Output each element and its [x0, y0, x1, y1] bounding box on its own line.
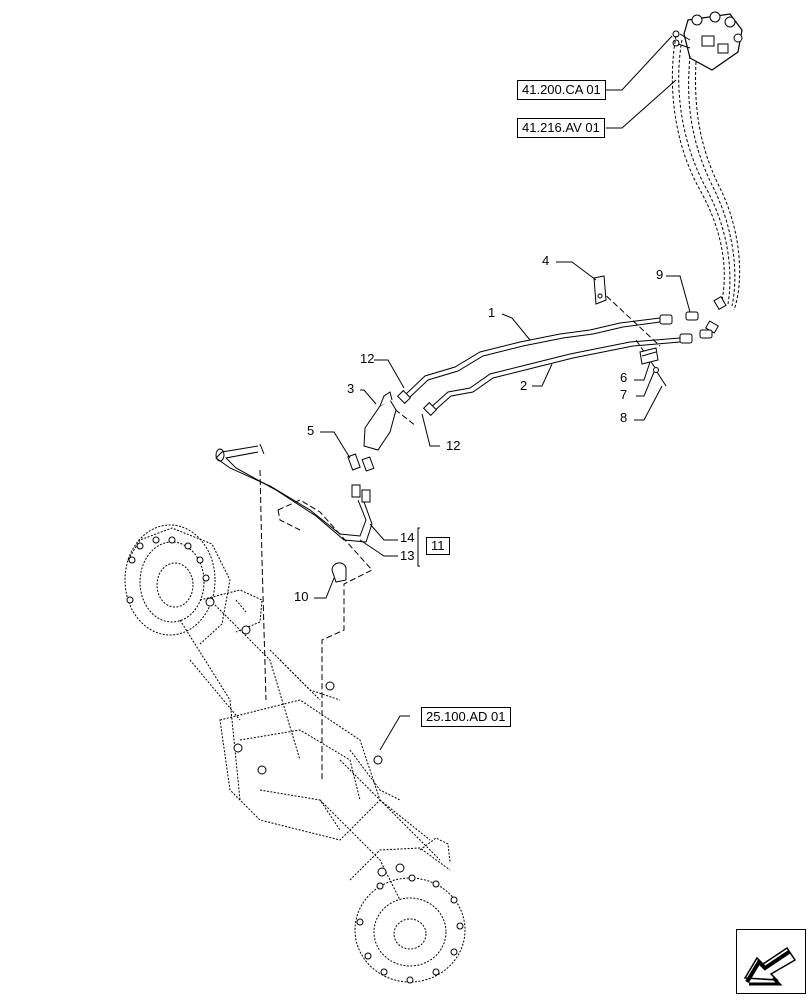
ref-41-216-AV-01[interactable]: 41.216.AV 01 [517, 118, 605, 138]
upper-hoses [671, 35, 741, 311]
callout-12-upper: 12 [360, 351, 375, 366]
front-axle [124, 524, 466, 983]
callout-group-11: 11 [426, 537, 450, 555]
callout-9: 9 [656, 267, 664, 282]
hose-connectors [704, 295, 727, 334]
lower-hoses [215, 443, 373, 543]
clamp-6 [639, 347, 659, 365]
callout-2: 2 [520, 378, 528, 393]
ref-25-100-AD-01[interactable]: 25.100.AD 01 [421, 707, 511, 727]
callout-1: 1 [488, 305, 496, 320]
callout-5: 5 [307, 423, 315, 438]
callout-6: 6 [620, 370, 628, 385]
callout-14: 14 [400, 530, 415, 545]
control-valve [672, 11, 743, 71]
frame-outline [259, 469, 373, 780]
ref-41-200-CA-01[interactable]: 41.200.CA 01 [517, 80, 606, 100]
callout-13: 13 [400, 548, 415, 563]
next-page-arrow-icon[interactable] [736, 929, 806, 994]
callout-4: 4 [542, 253, 550, 268]
callout-7: 7 [620, 387, 628, 402]
hub-bolts [126, 536, 464, 984]
leader-lines [314, 35, 691, 751]
bracket-4 [593, 275, 607, 305]
pipe-2 [429, 337, 681, 413]
fittings-5 [347, 453, 375, 503]
bracket-3 [363, 391, 397, 451]
clamp-10 [331, 562, 347, 583]
callout-3: 3 [347, 381, 355, 396]
pipe-fittings [396, 311, 713, 417]
pipe-1 [405, 317, 661, 399]
callout-10: 10 [294, 589, 309, 604]
arrow-icon-graphic [743, 946, 797, 986]
bolt-8 [653, 367, 667, 387]
callout-8: 8 [620, 410, 628, 425]
callout-12-lower: 12 [446, 438, 461, 453]
